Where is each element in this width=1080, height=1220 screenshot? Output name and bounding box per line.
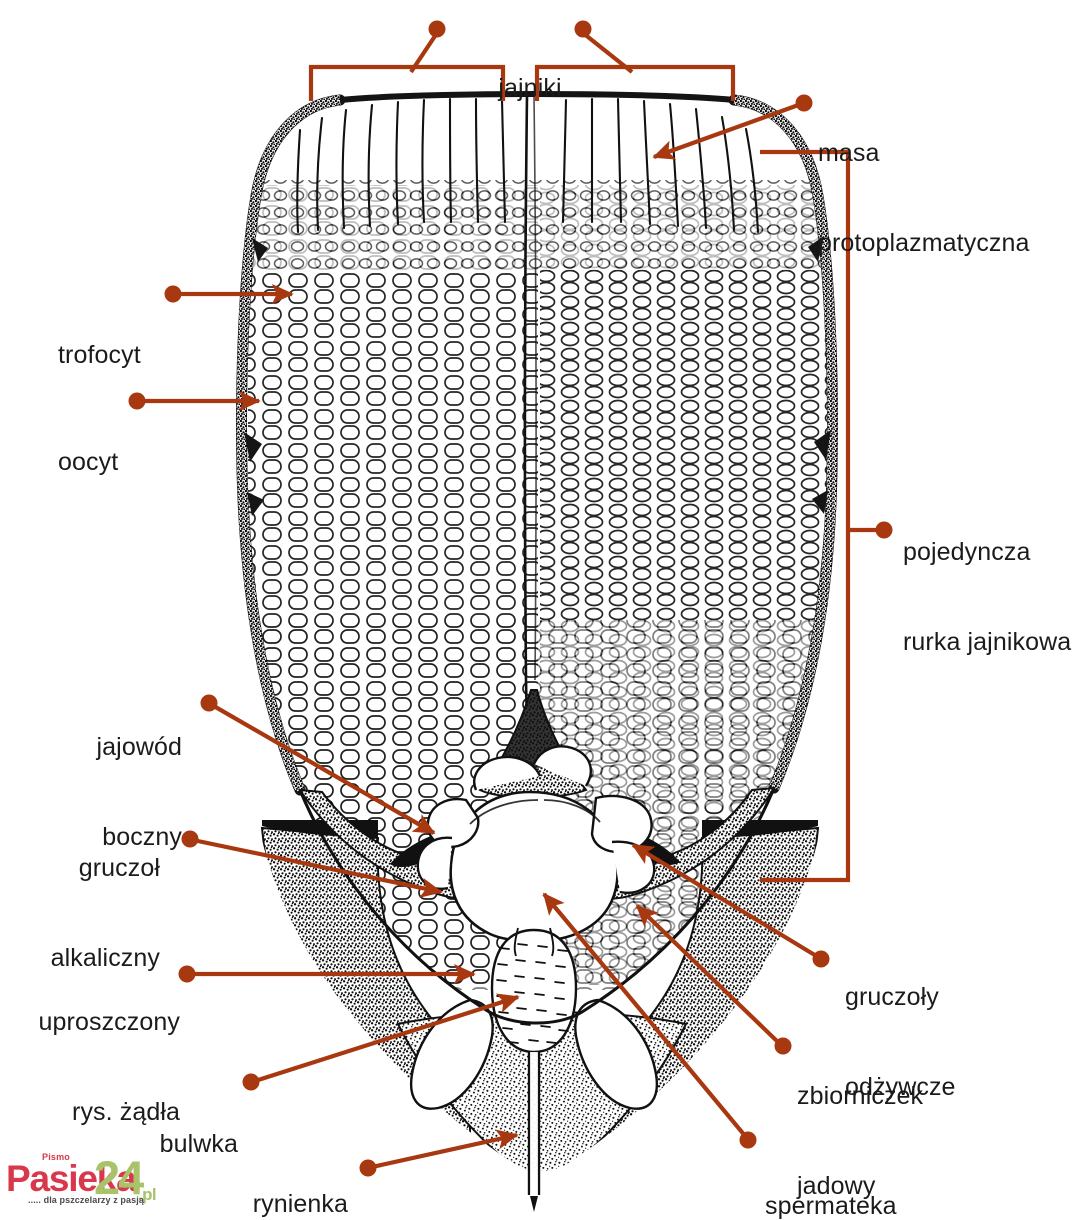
label-masa-protoplazmatyczna: masa protoplazmatyczna: [818, 78, 1068, 318]
label-bulwka-line1: bulwka: [159, 1130, 238, 1158]
label-gruczol-line1: gruczoł: [78, 854, 160, 882]
dot-trofocyt: [164, 285, 182, 303]
annotation-overlay: [128, 20, 893, 1177]
label-oocyt-line1: oocyt: [58, 448, 119, 476]
dot-jajniki-left: [428, 20, 446, 38]
label-trofocyt-line1: trofocyt: [58, 341, 141, 369]
protoplasmic-mass-strokes: [296, 97, 760, 234]
label-gruczol-line2: alkaliczny: [50, 944, 160, 972]
label-gruczoly-line1: gruczoły: [845, 983, 939, 1011]
venom-sac-neck: [513, 927, 555, 957]
logo-tagline: ..... dla pszczelarzy z pasją: [28, 1195, 144, 1205]
label-oocyt: oocyt: [58, 387, 258, 537]
sting-shaft-outline: [527, 1052, 541, 1195]
leader-jajniki-right: [581, 31, 634, 74]
sheath-notches: [244, 236, 831, 516]
label-bulwka: bulwka: [0, 1069, 238, 1219]
label-spermateka-line1: spermateka: [765, 1192, 897, 1220]
pasieka24-logo[interactable]: Pismo Pasieka 24 .pl ..... dla pszczelar…: [6, 1152, 162, 1210]
label-jajniki: jajniki: [430, 13, 630, 163]
spermatheca-detail: [469, 799, 601, 825]
label-pojedyncza-line1: pojedyncza: [903, 538, 1031, 566]
label-pojedyncza-rurka-jajnikowa: pojedyncza rurka jajnikowa: [903, 477, 1080, 717]
label-pojedyncza-line2: rurka jajnikowa: [903, 628, 1072, 656]
leader-spermateka: [542, 892, 748, 1139]
label-jajowod-line2: boczny: [102, 823, 182, 851]
dot-jajniki-right: [574, 20, 592, 38]
dot-jajowod: [200, 694, 218, 712]
dot-rynienka: [359, 1159, 377, 1177]
leader-zbiorniczek: [635, 904, 782, 1046]
label-masa-line2: protoplazmatyczna: [818, 229, 1030, 257]
bracket-ovary-left: [308, 64, 506, 101]
leader-gruczol: [192, 837, 443, 898]
leader-rynienka: [371, 1129, 519, 1170]
bracket-ovariole: [760, 149, 851, 883]
label-jajowod-boczny: jajowód boczny: [0, 672, 182, 912]
ovary-sheath-grain: [236, 95, 838, 792]
oviduct-lobes: [409, 998, 659, 1110]
dot-gruczoly-odzywcze: [812, 950, 830, 968]
dot-bulwka: [242, 1073, 260, 1091]
ovary-drawing: [236, 91, 838, 1212]
logo-wordmark: Pasieka: [6, 1158, 137, 1199]
label-zbiorniczek-line1: zbiorniczek: [797, 1082, 924, 1110]
label-uproszczony-line1: uproszczony: [38, 1008, 180, 1036]
label-uproszczony-rys-zadla: uproszczony rys. żądła: [0, 947, 180, 1187]
label-trofocyt: trofocyt: [58, 280, 258, 430]
label-jajniki-line1: jajniki: [498, 74, 562, 102]
abdomen-outline: [298, 787, 776, 1025]
bracket-ovary-right: [534, 64, 736, 101]
leader-gruczoly-odzywcze: [631, 843, 820, 959]
leader-jajniki-left: [409, 31, 439, 74]
dot-uproszczony: [178, 965, 196, 983]
leader-masa: [652, 101, 805, 160]
label-gruczol-alkaliczny: gruczoł alkaliczny: [0, 793, 160, 1033]
label-rynienka-line1: rynienka: [252, 1190, 348, 1218]
dot-zbiorniczek: [774, 1037, 792, 1055]
label-spermateka: spermateka: [765, 1131, 985, 1220]
logo-number: 24: [94, 1151, 144, 1204]
label-uproszczony-line2: rys. żądła: [72, 1098, 180, 1126]
logo-tld: .pl: [138, 1185, 157, 1204]
logo-pismo: Pismo: [42, 1152, 71, 1162]
leader-jajowod: [210, 703, 436, 835]
label-gruczoly-line2: odżywcze: [845, 1073, 956, 1101]
dot-spermateka: [739, 1131, 757, 1149]
dot-oocyt: [128, 392, 146, 410]
label-gruczoly-odzywcze: gruczoły odżywcze: [845, 922, 1065, 1162]
sting-tip: [530, 1196, 538, 1212]
label-rynienka-jadowa: rynienka jadowa: [0, 1129, 348, 1220]
median-suture-2: [533, 95, 537, 681]
dot-gruczol: [181, 830, 199, 848]
label-masa-line1: masa: [818, 139, 880, 167]
leader-bulwka: [254, 993, 520, 1084]
dot-pojedyncza: [875, 521, 893, 539]
venom-sac-texture: [496, 943, 569, 1044]
label-zbiorniczek-jadowy: zbiorniczek jadowy: [797, 1021, 1017, 1220]
label-zbiorniczek-line2: jadowy: [797, 1172, 876, 1200]
dot-masa: [795, 94, 813, 112]
sting-shaft-fill: [529, 1052, 539, 1195]
leader-dots: [128, 20, 893, 1177]
label-jajowod-line1: jajowód: [96, 733, 182, 761]
